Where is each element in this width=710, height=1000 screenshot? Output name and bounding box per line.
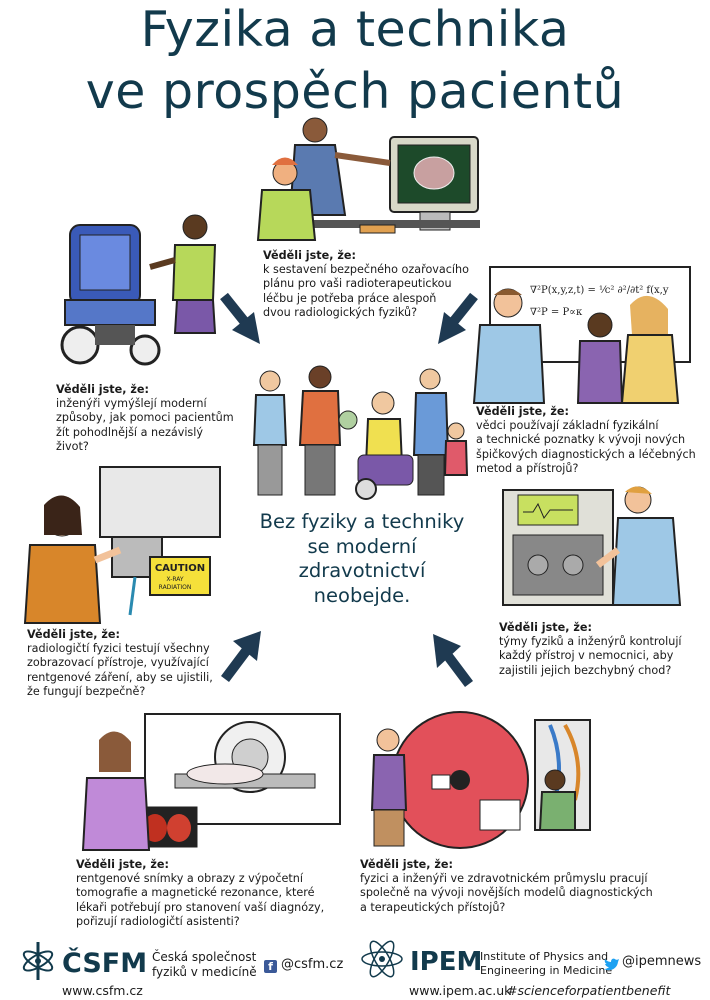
caution-sign-radiation: RADIATION <box>159 584 192 591</box>
arrow-left-lower <box>221 631 261 682</box>
fact-heading: Věděli jste, že: <box>476 405 569 418</box>
fact-heading: Věděli jste, že: <box>56 383 149 396</box>
caution-sign-xray: X-RAY <box>166 576 184 583</box>
fact-heading: Věděli jste, že: <box>499 621 592 634</box>
blackboard-equation-2: ∇²P = P∝κ <box>530 307 583 318</box>
fact-line: léčbu je potřeba práce alespoň <box>263 291 437 305</box>
page-title-line-1: Fyzika a technika <box>140 1 570 58</box>
fact-line: zajistili jejich bezchybný chod? <box>499 663 672 677</box>
center-message-line: Bez fyziky a techniky <box>259 510 465 533</box>
page-title-line-2: ve prospěch pacientů <box>85 63 625 120</box>
fact-line: inženýři vymýšlejí moderní <box>56 397 207 411</box>
fact-line: rentgenové snímky a obrazy z výpočetní <box>76 872 303 886</box>
illustration-scientists-blackboard: ∇²P(x,y,z,t) = ¹⁄c² ∂²/∂t² f(x,y ∇²P = P… <box>472 266 691 404</box>
fact-line: že fungují bezpečně? <box>27 684 146 698</box>
ipem-name-line: Institute of Physics and <box>480 950 609 963</box>
illustration-mri-scanner <box>81 713 341 851</box>
csfm-logo-text: ČSFM <box>62 948 148 979</box>
ipem-logo-icon <box>361 940 403 978</box>
hashtag: #scienceforpatientbenefit <box>507 983 671 998</box>
fact-xray-testing: Věděli jste, že: radiologičtí fyzici tes… <box>27 628 213 699</box>
fact-line: dvou radiologických fyziků? <box>263 305 418 319</box>
csfm-full-name: Česká společnost fyziků v medicíně <box>152 950 257 980</box>
fact-heading: Věděli jste, že: <box>76 858 169 871</box>
fact-engineers-independence: Věděli jste, že: inženýři vymýšlejí mode… <box>56 383 234 454</box>
fact-heading: Věděli jste, že: <box>263 249 356 262</box>
fact-line: lékaři potřebují pro stanovení vaší diag… <box>76 900 325 914</box>
illustration-equipment-check <box>502 486 682 606</box>
fact-radiographers: Věděli jste, že: rentgenové snímky a obr… <box>76 858 324 929</box>
illustration-xray-testing: CAUTION X-RAY RADIATION <box>23 466 221 624</box>
twitter-icon <box>604 958 619 971</box>
blackboard-equation-1: ∇²P(x,y,z,t) = ¹⁄c² ∂²/∂t² f(x,y <box>530 285 669 296</box>
csfm-website-link[interactable]: www.csfm.cz <box>62 983 143 998</box>
fact-line: radiologičtí fyzici testují všechny <box>27 642 210 656</box>
fact-line: žít pohodlnější a nezávislý <box>56 425 203 439</box>
caution-sign-label: CAUTION <box>155 563 205 574</box>
fact-line: zobrazovací přístroje, využívající <box>27 656 209 670</box>
ipem-name-line: Engineering in Medicine <box>480 964 613 977</box>
fact-line: špičkových diagnostických a léčebných <box>476 447 696 461</box>
fact-line: a technické poznatky k vývoji nových <box>476 433 686 447</box>
fact-line: metod a přístrojů? <box>476 461 579 475</box>
fact-line: způsoby, jak pomoci pacientům <box>56 411 234 425</box>
fact-line: rentgenové záření, aby se ujistili, <box>27 670 213 684</box>
arrow-right-lower <box>433 634 473 687</box>
arrow-right-upper <box>438 292 478 344</box>
fact-line: každý přístroj v nemocnici, aby <box>499 649 674 663</box>
ipem-full-name: Institute of Physics and Engineering in … <box>480 950 612 978</box>
fact-line: život? <box>56 439 89 453</box>
ipem-logo-text: IPEM <box>410 947 483 977</box>
illustration-wheelchair-engineer <box>60 214 217 366</box>
fact-line: vědci používají základní fyzikální <box>476 419 659 433</box>
fact-line: a terapeutických přístojů? <box>360 900 506 914</box>
fact-heading: Věděli jste, že: <box>27 628 120 641</box>
fact-industry-collaboration: Věděli jste, že: fyzici a inženýři ve zd… <box>360 858 653 915</box>
csfm-logo-icon <box>22 942 54 980</box>
fact-line: k sestavení bezpečného ozařovacího <box>263 263 469 277</box>
fact-line: týmy fyziků a inženýrů kontrolují <box>499 635 682 649</box>
twitter-handle-link[interactable]: @ipemnews <box>622 954 702 969</box>
fact-line: fyzici a inženýři ve zdravotnickém průmy… <box>360 872 648 886</box>
facebook-icon: f <box>264 960 277 973</box>
illustration-industry-machine <box>370 711 591 849</box>
fact-line: plánu pro vaši radioterapeutickou <box>263 277 452 291</box>
center-message-line: neobejde. <box>313 583 411 607</box>
facebook-handle-link[interactable]: @csfm.cz <box>281 957 344 972</box>
fact-line: tomografie a magnetické rezonance, které <box>76 886 315 900</box>
csfm-name-line: fyziků v medicíně <box>152 965 257 979</box>
center-message-line: zdravotnictví <box>298 559 426 582</box>
illustration-treatment-planning <box>256 117 480 241</box>
fact-equipment-teams: Věděli jste, že: týmy fyziků a inženýrů … <box>499 621 682 678</box>
fact-heading: Věděli jste, že: <box>360 858 453 871</box>
fact-scientists-research: Věděli jste, že: vědci používají základn… <box>476 405 696 476</box>
csfm-name-line: Česká společnost <box>152 950 257 964</box>
fact-treatment-planning: Věděli jste, že: k sestavení bezpečného … <box>263 249 469 320</box>
fact-line: společně na vývoji novějších modelů diag… <box>360 886 653 900</box>
center-message: Bez fyziky a techniky se moderní zdravot… <box>228 510 496 608</box>
illustration-patients-family <box>252 365 469 500</box>
fact-line: pořizují radiologičtí asistenti? <box>76 914 240 928</box>
ipem-website-link[interactable]: www.ipem.ac.uk <box>409 983 512 998</box>
center-message-line: se moderní <box>307 534 417 558</box>
arrow-left-upper <box>220 292 260 344</box>
